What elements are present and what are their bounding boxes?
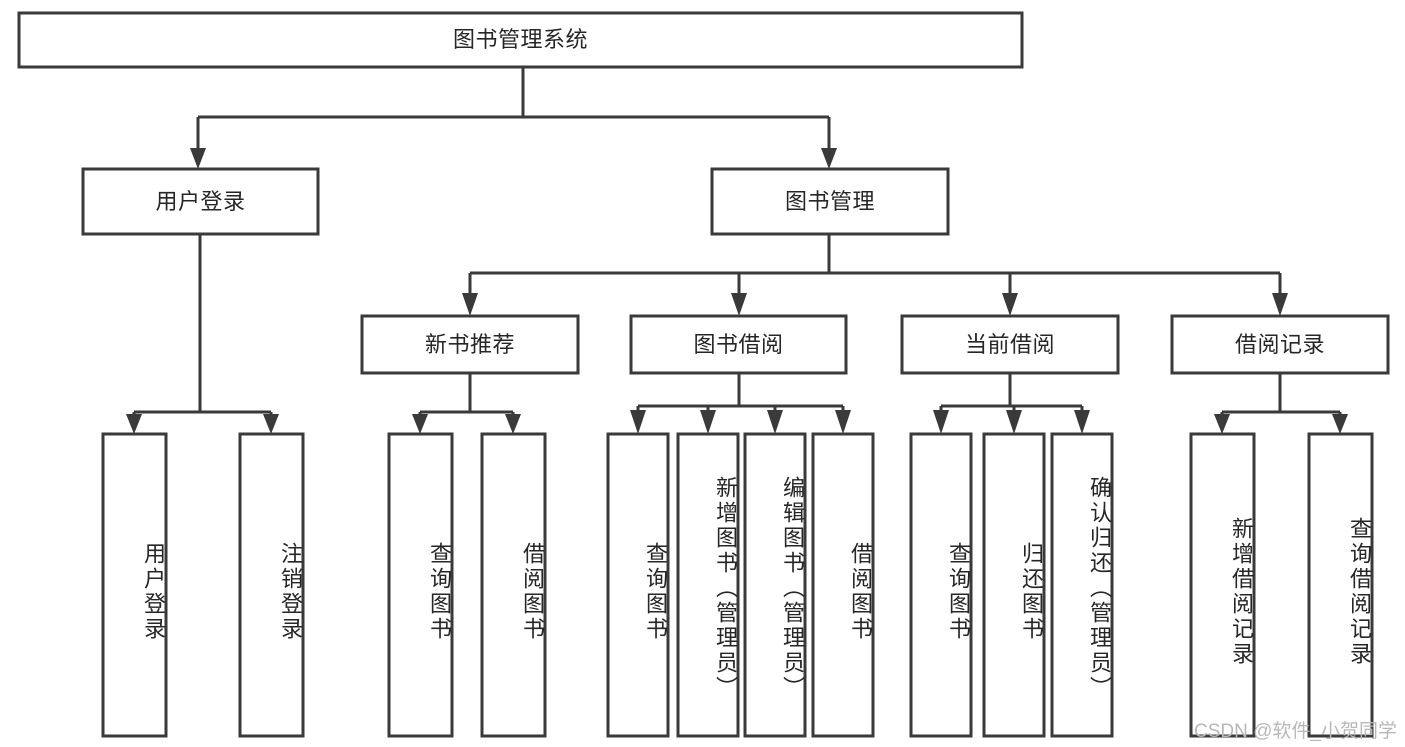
arrow-head-leaf-add-borrow-record — [1214, 414, 1230, 434]
arrow-head-leaf-query-book-2 — [630, 410, 646, 434]
node-box-leaf-borrow-book-2[interactable] — [811, 432, 875, 738]
watermark-text: CSDN @软件_小贺同学 — [1194, 721, 1397, 742]
arrow-head-user-login — [190, 148, 206, 169]
node-box-borrow-record[interactable] — [1170, 314, 1390, 375]
node-box-leaf-logout[interactable] — [238, 432, 305, 738]
arrow-head-book-management — [821, 148, 837, 169]
node-box-current-borrow[interactable] — [900, 314, 1120, 375]
node-box-leaf-return-book[interactable] — [982, 432, 1046, 738]
node-box-leaf-add-borrow-record[interactable] — [1189, 432, 1256, 738]
node-box-leaf-edit-book-admin[interactable] — [743, 432, 807, 738]
node-box-leaf-query-book-1[interactable] — [387, 432, 454, 738]
arrow-head-leaf-borrow-book-2 — [835, 410, 851, 434]
arrow-head-leaf-logout — [263, 414, 279, 434]
node-box-new-book-recommend[interactable] — [360, 314, 580, 375]
arrow-head-book-borrow — [731, 293, 747, 316]
arrow-head-leaf-query-book-3 — [933, 410, 949, 434]
node-box-leaf-add-book-admin[interactable] — [676, 432, 740, 738]
arrow-head-borrow-record — [1272, 293, 1288, 316]
arrow-head-leaf-edit-book-admin — [767, 410, 783, 434]
node-box-leaf-user-login[interactable] — [101, 432, 168, 738]
node-box-book-borrow[interactable] — [629, 314, 848, 375]
arrow-head-leaf-query-book-1 — [412, 414, 428, 434]
node-box-book-management[interactable] — [710, 167, 950, 236]
arrow-head-leaf-user-login — [126, 414, 142, 434]
arrow-head-leaf-query-borrow-record — [1332, 414, 1348, 434]
node-box-leaf-confirm-return-admin[interactable] — [1050, 432, 1114, 738]
node-box-root[interactable] — [17, 11, 1024, 69]
node-box-leaf-query-borrow-record[interactable] — [1307, 432, 1374, 738]
arrow-head-new-book-recommend — [462, 293, 478, 316]
node-box-leaf-query-book-2[interactable] — [606, 432, 670, 738]
arrow-head-leaf-borrow-book-1 — [505, 414, 521, 434]
arrow-head-leaf-return-book — [1006, 410, 1022, 434]
arrow-head-current-borrow — [1002, 293, 1018, 316]
node-box-leaf-query-book-3[interactable] — [909, 432, 973, 738]
node-box-leaf-borrow-book-1[interactable] — [480, 432, 547, 738]
arrow-head-leaf-confirm-return-admin — [1074, 410, 1090, 434]
node-box-user-login[interactable] — [81, 167, 320, 236]
arrow-head-leaf-add-book-admin — [700, 410, 716, 434]
